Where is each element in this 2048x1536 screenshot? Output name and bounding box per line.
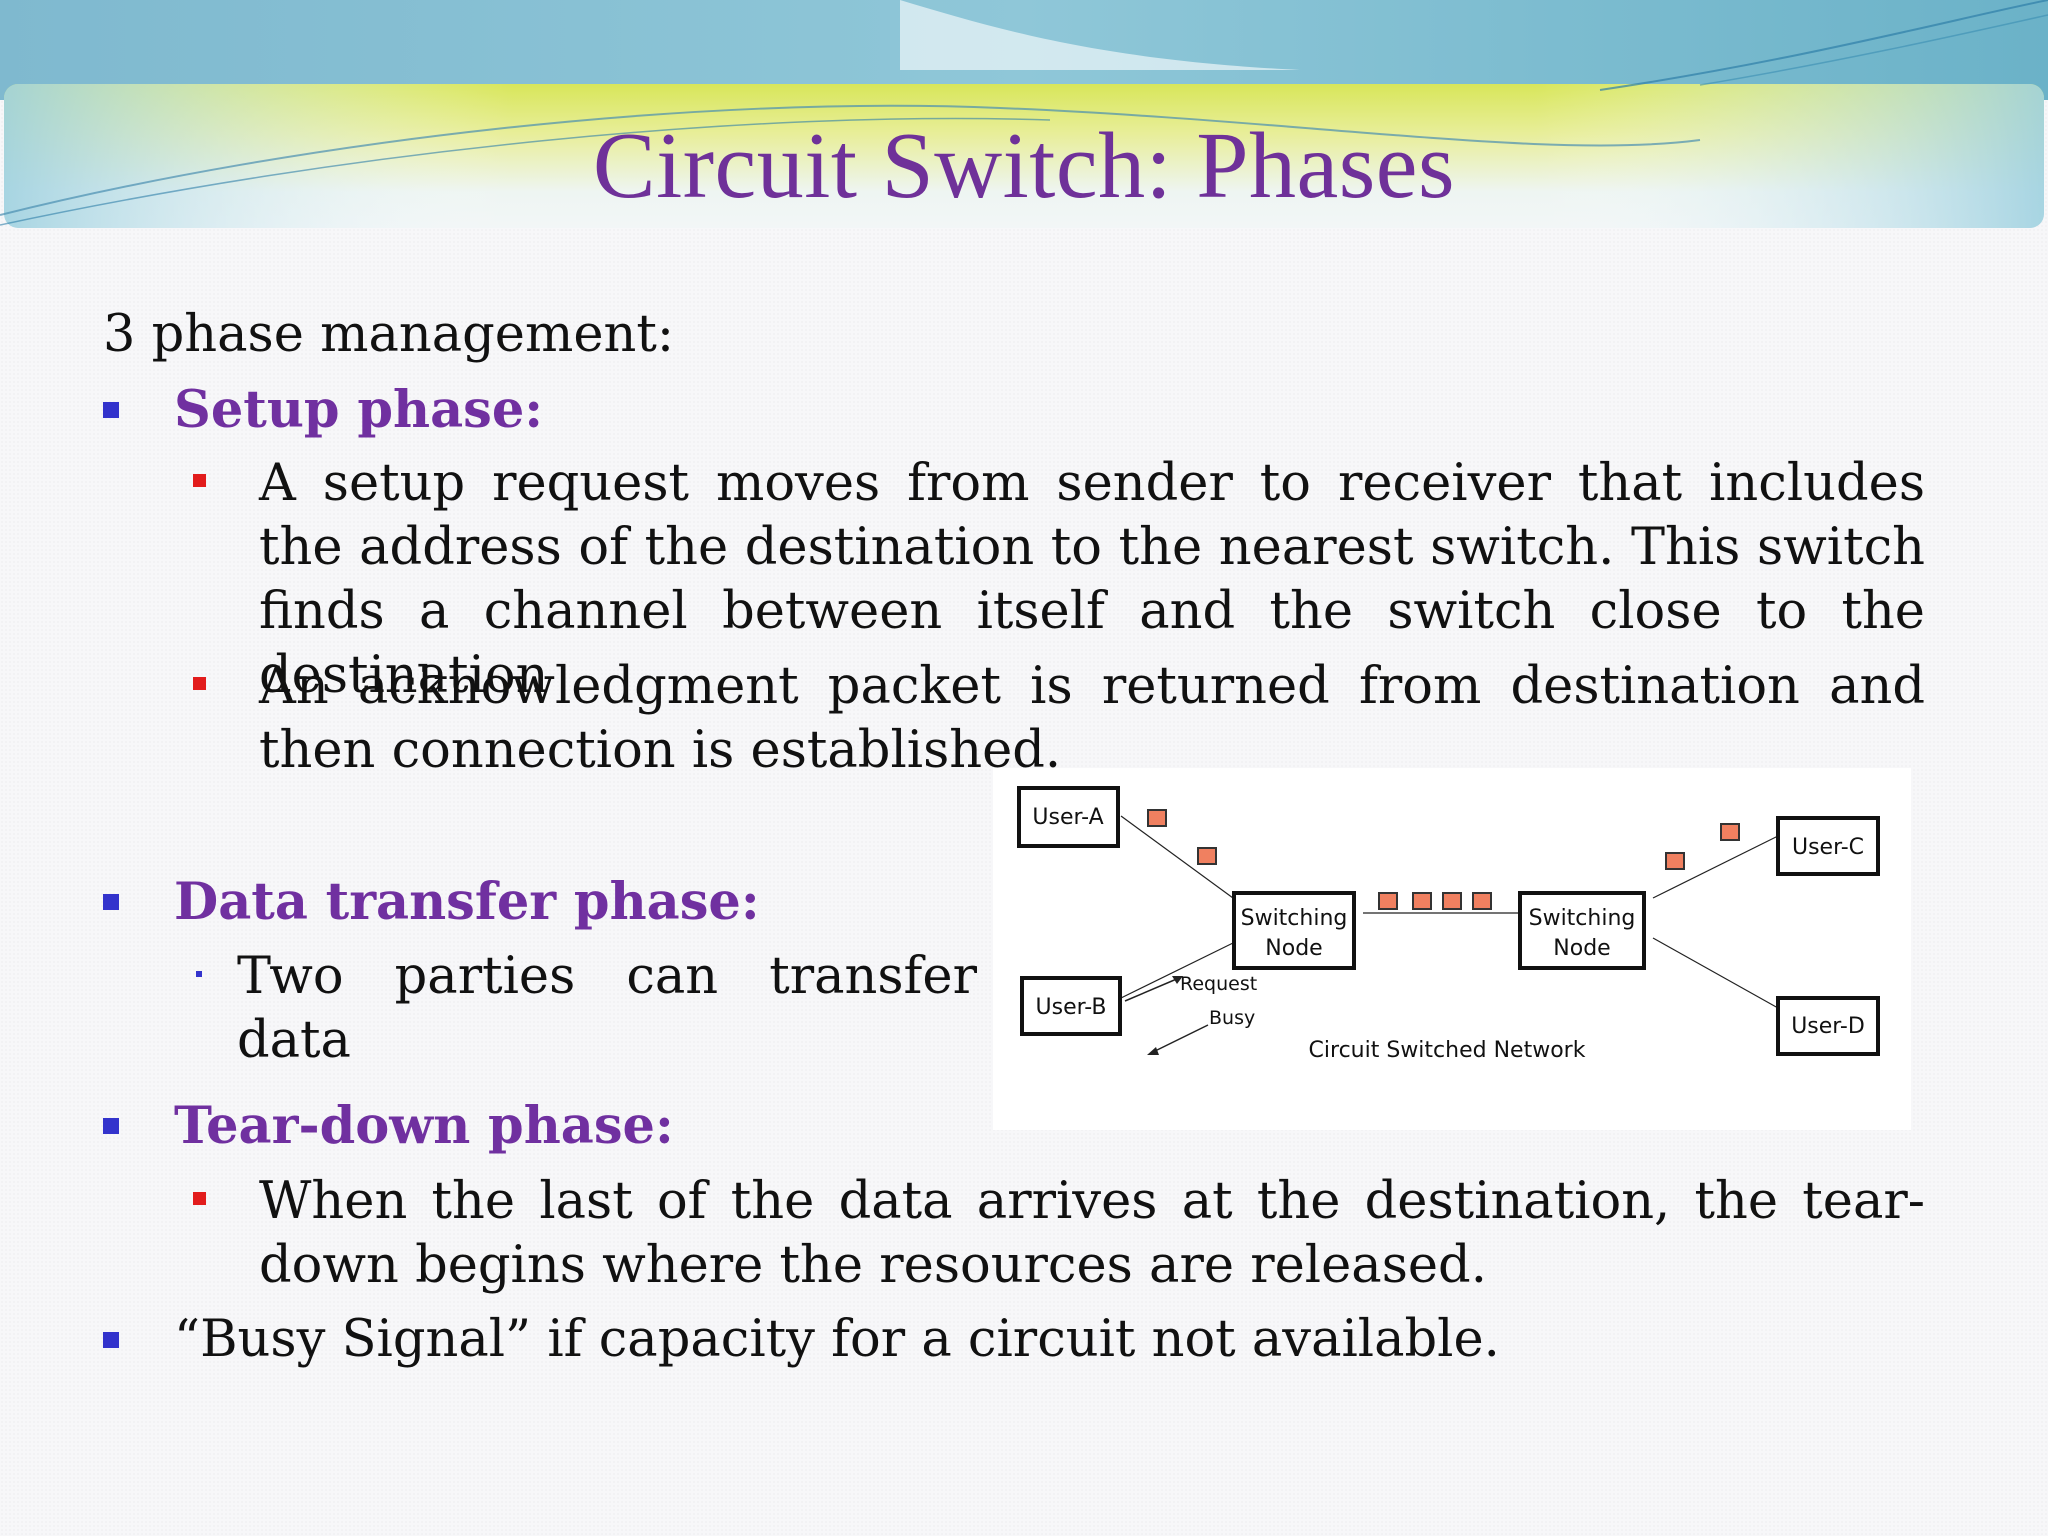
packet-icon [1412, 892, 1432, 910]
packet-icon [1665, 852, 1685, 870]
request-label: Request [1180, 973, 1257, 995]
user-a-label: User-A [1032, 805, 1103, 830]
square-bullet-icon [103, 1332, 119, 1348]
switching-node-left-line2: Node [1265, 936, 1322, 961]
switching-node-left: Switching Node [1232, 891, 1356, 970]
slide-title: Circuit Switch: Phases [592, 114, 1456, 218]
data-transfer-phase-heading: Data transfer phase: [174, 872, 760, 932]
busy-arrow: Busy [1147, 1007, 1255, 1055]
square-bullet-icon [193, 677, 206, 690]
square-bullet-icon [103, 894, 119, 910]
circuit-switched-network-diagram: User-A User-B User-C User-D Switching No… [993, 768, 1911, 1130]
square-bullet-icon [193, 474, 206, 487]
user-d-label: User-D [1791, 1014, 1865, 1039]
small-bullet-icon [196, 971, 202, 977]
user-c-label: User-C [1792, 835, 1864, 860]
switching-node-left-line1: Switching [1241, 906, 1348, 931]
square-bullet-icon [103, 402, 119, 418]
busy-signal-text: “Busy Signal” if capacity for a circuit … [174, 1310, 1500, 1369]
setup-phase-heading: Setup phase: [174, 380, 544, 440]
setup-point-2-text: An acknowledgment packet is returned fro… [259, 657, 1925, 780]
switching-node-right-line1: Switching [1529, 906, 1636, 931]
user-c-box: User-C [1776, 816, 1880, 876]
square-bullet-icon [103, 1118, 119, 1134]
tear-down-point-1-text: When the last of the data arrives at the… [259, 1172, 1925, 1295]
data-transfer-point-1-text: Two parties can transfer data [237, 947, 977, 1070]
busy-label: Busy [1209, 1007, 1255, 1029]
header-banner [0, 0, 2048, 228]
data-packets [1147, 809, 1740, 910]
user-d-box: User-D [1776, 996, 1880, 1056]
switching-node-right-line2: Node [1553, 936, 1610, 961]
request-arrow: Request [1124, 973, 1257, 1002]
packet-icon [1147, 809, 1167, 827]
user-a-box: User-A [1017, 786, 1120, 848]
network-label: Circuit Switched Network [1309, 1038, 1586, 1063]
packet-icon [1720, 823, 1740, 841]
packet-icon [1197, 847, 1217, 865]
packet-icon [1442, 892, 1462, 910]
packet-icon [1378, 892, 1398, 910]
packet-icon [1472, 892, 1492, 910]
switching-node-right: Switching Node [1518, 891, 1646, 970]
setup-point-1-text: A setup request moves from sender to rec… [259, 454, 1925, 705]
tear-down-phase-heading: Tear-down phase: [174, 1096, 674, 1156]
square-bullet-icon [193, 1192, 206, 1205]
user-b-label: User-B [1036, 995, 1107, 1020]
user-b-box: User-B [1020, 976, 1122, 1036]
intro-text: 3 phase management: [103, 305, 675, 364]
